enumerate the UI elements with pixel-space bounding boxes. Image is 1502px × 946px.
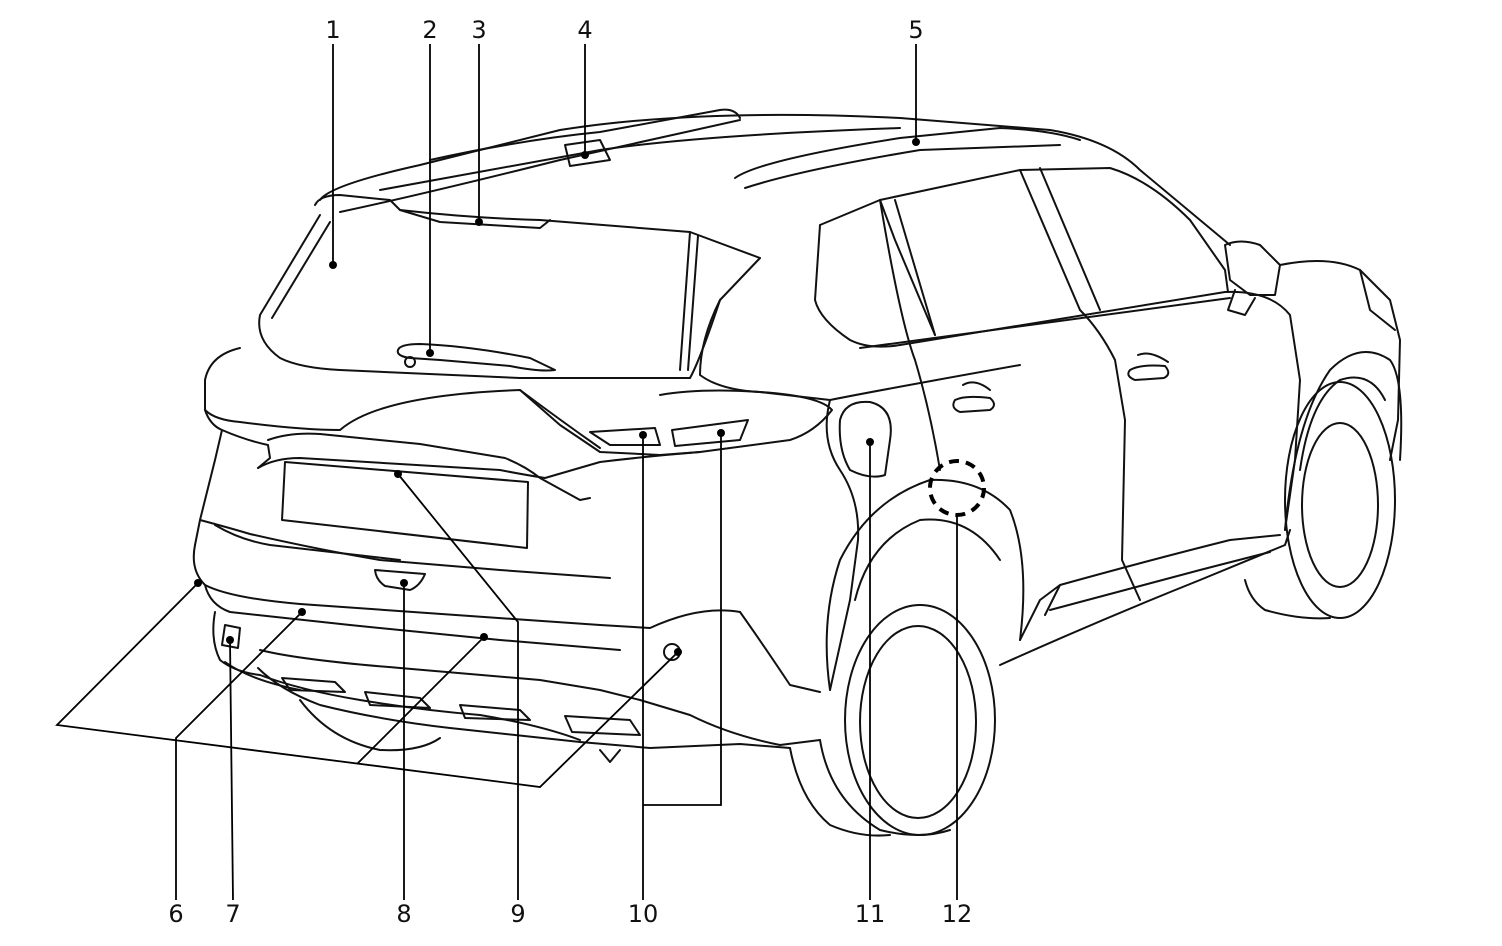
- callout-10: 10: [628, 900, 659, 928]
- callout-1: 1: [325, 16, 340, 44]
- callout-dots: [194, 138, 920, 656]
- callout-3: 3: [471, 16, 486, 44]
- callout-5: 5: [908, 16, 923, 44]
- callout-2: 2: [422, 16, 437, 44]
- callout-12: 12: [942, 900, 973, 928]
- leader-lines: [55, 44, 958, 901]
- callout-7: 7: [225, 900, 240, 928]
- callout-6: 6: [168, 900, 183, 928]
- callout-numbers: 1 2 3 4 5 6 7 8 9 10 11 12: [168, 16, 972, 928]
- callout-8: 8: [396, 900, 411, 928]
- hidden-location-marker: [928, 459, 986, 517]
- callout-11: 11: [855, 900, 886, 928]
- callout-4: 4: [577, 16, 592, 44]
- callout-9: 9: [510, 900, 525, 928]
- vehicle-outline: [192, 108, 1403, 837]
